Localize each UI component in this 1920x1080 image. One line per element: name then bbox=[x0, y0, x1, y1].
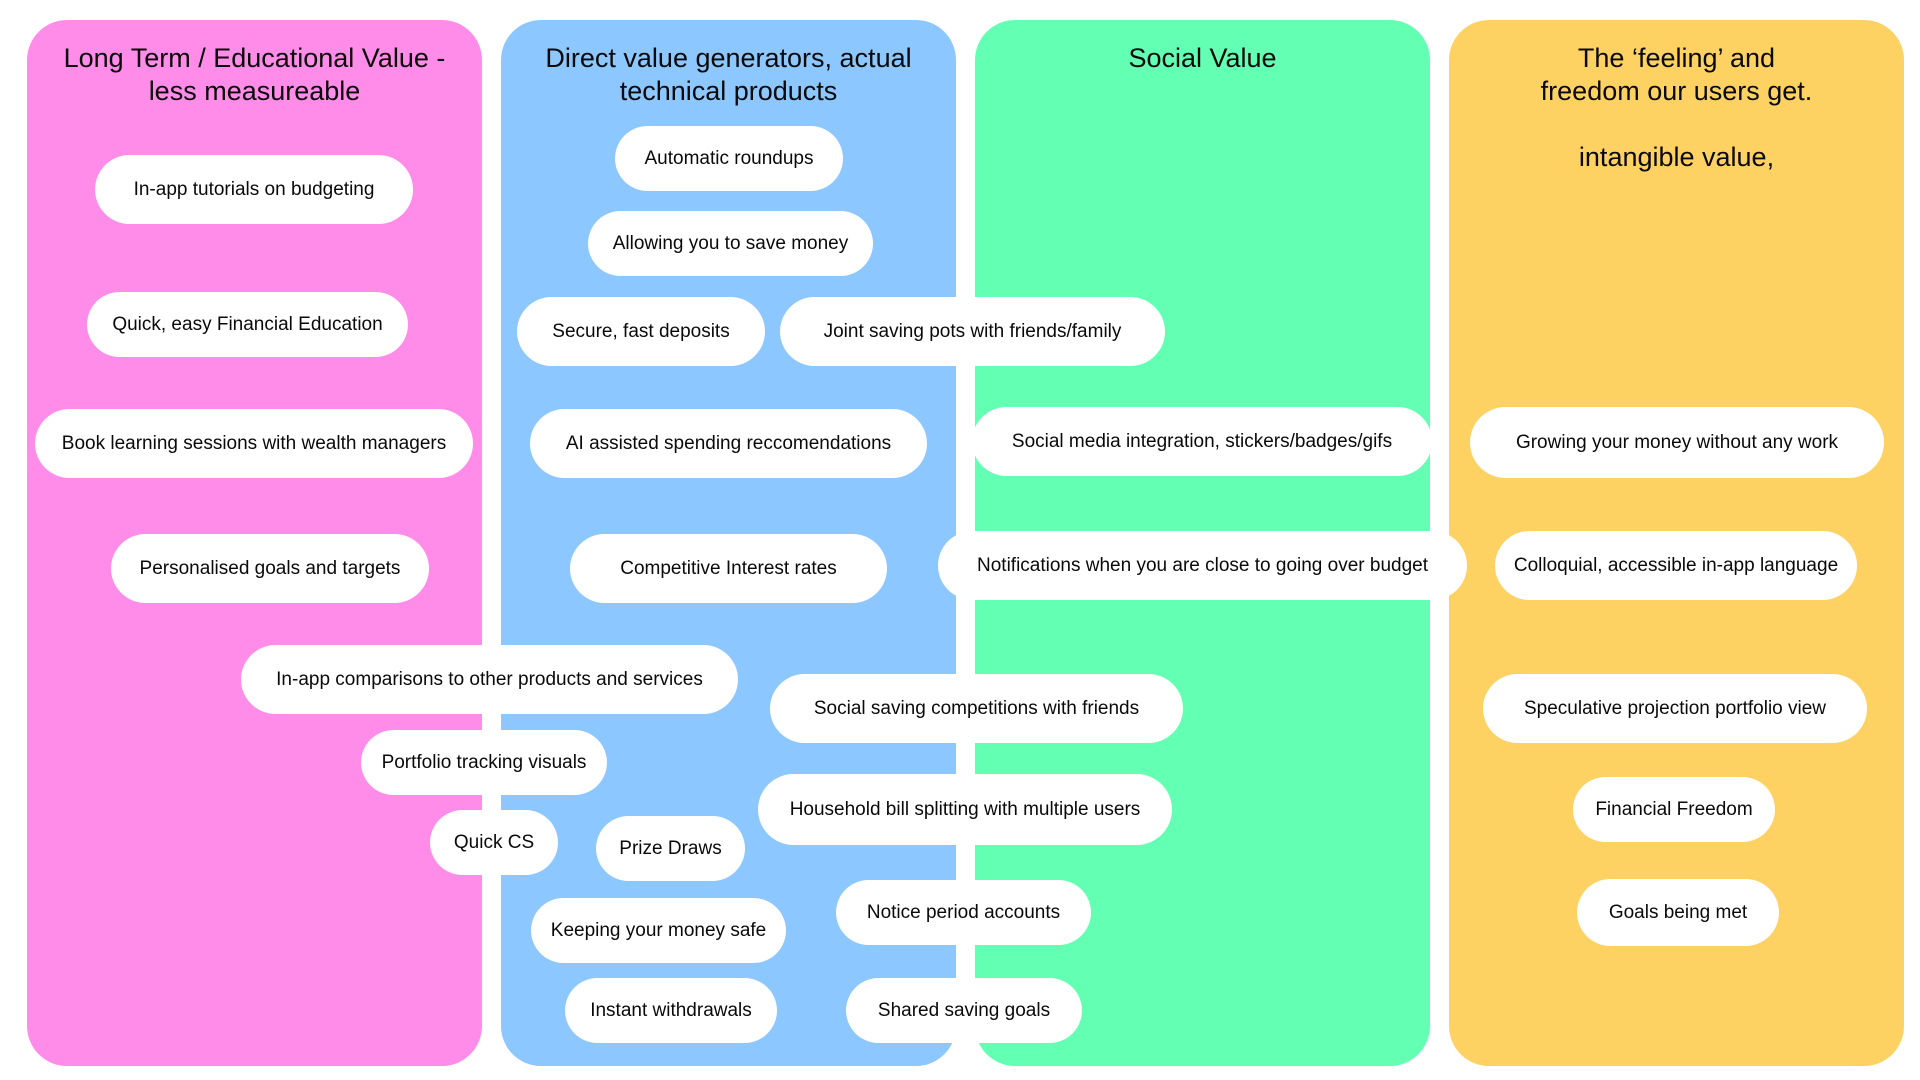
note-quick-cs[interactable]: Quick CS bbox=[430, 810, 558, 875]
column-title-feeling: The ‘feeling’ and freedom our users get.… bbox=[1540, 43, 1813, 172]
note-portfolio-tracking[interactable]: Portfolio tracking visuals bbox=[361, 730, 607, 795]
note-interest-rates[interactable]: Competitive Interest rates bbox=[570, 534, 887, 603]
note-joint-saving-pots[interactable]: Joint saving pots with friends/family bbox=[780, 297, 1165, 366]
note-save-money[interactable]: Allowing you to save money bbox=[588, 211, 873, 276]
note-secure-deposits[interactable]: Secure, fast deposits bbox=[517, 297, 765, 366]
note-ai-spending[interactable]: AI assisted spending reccomendations bbox=[530, 409, 927, 478]
note-budget-notifications[interactable]: Notifications when you are close to goin… bbox=[938, 531, 1467, 600]
note-automatic-roundups[interactable]: Automatic roundups bbox=[615, 126, 843, 191]
note-social-media[interactable]: Social media integration, stickers/badge… bbox=[972, 407, 1432, 476]
note-in-app-comparisons[interactable]: In-app comparisons to other products and… bbox=[241, 645, 738, 714]
note-money-safe[interactable]: Keeping your money safe bbox=[531, 898, 786, 963]
note-prize-draws[interactable]: Prize Draws bbox=[596, 816, 745, 881]
note-accessible-language[interactable]: Colloquial, accessible in-app language bbox=[1495, 531, 1857, 600]
note-financial-freedom[interactable]: Financial Freedom bbox=[1573, 777, 1775, 842]
note-shared-goals[interactable]: Shared saving goals bbox=[846, 978, 1082, 1043]
note-wealth-manager-sessions[interactable]: Book learning sessions with wealth manag… bbox=[35, 409, 473, 478]
note-notice-accounts[interactable]: Notice period accounts bbox=[836, 880, 1091, 945]
note-financial-education[interactable]: Quick, easy Financial Education bbox=[87, 292, 408, 357]
note-instant-withdrawals[interactable]: Instant withdrawals bbox=[565, 978, 777, 1043]
note-bill-splitting[interactable]: Household bill splitting with multiple u… bbox=[758, 774, 1172, 845]
column-title-educational: Long Term / Educational Value - less mea… bbox=[63, 43, 446, 106]
note-goals-met[interactable]: Goals being met bbox=[1577, 879, 1779, 946]
note-in-app-tutorials[interactable]: In-app tutorials on budgeting bbox=[95, 155, 413, 224]
column-title-direct: Direct value generators, actual technica… bbox=[545, 43, 912, 106]
note-saving-competitions[interactable]: Social saving competitions with friends bbox=[770, 674, 1183, 743]
column-title-social: Social Value bbox=[1128, 43, 1277, 73]
note-projection-view[interactable]: Speculative projection portfolio view bbox=[1483, 674, 1867, 743]
note-personalised-goals[interactable]: Personalised goals and targets bbox=[111, 534, 429, 603]
note-growing-money[interactable]: Growing your money without any work bbox=[1470, 407, 1884, 478]
